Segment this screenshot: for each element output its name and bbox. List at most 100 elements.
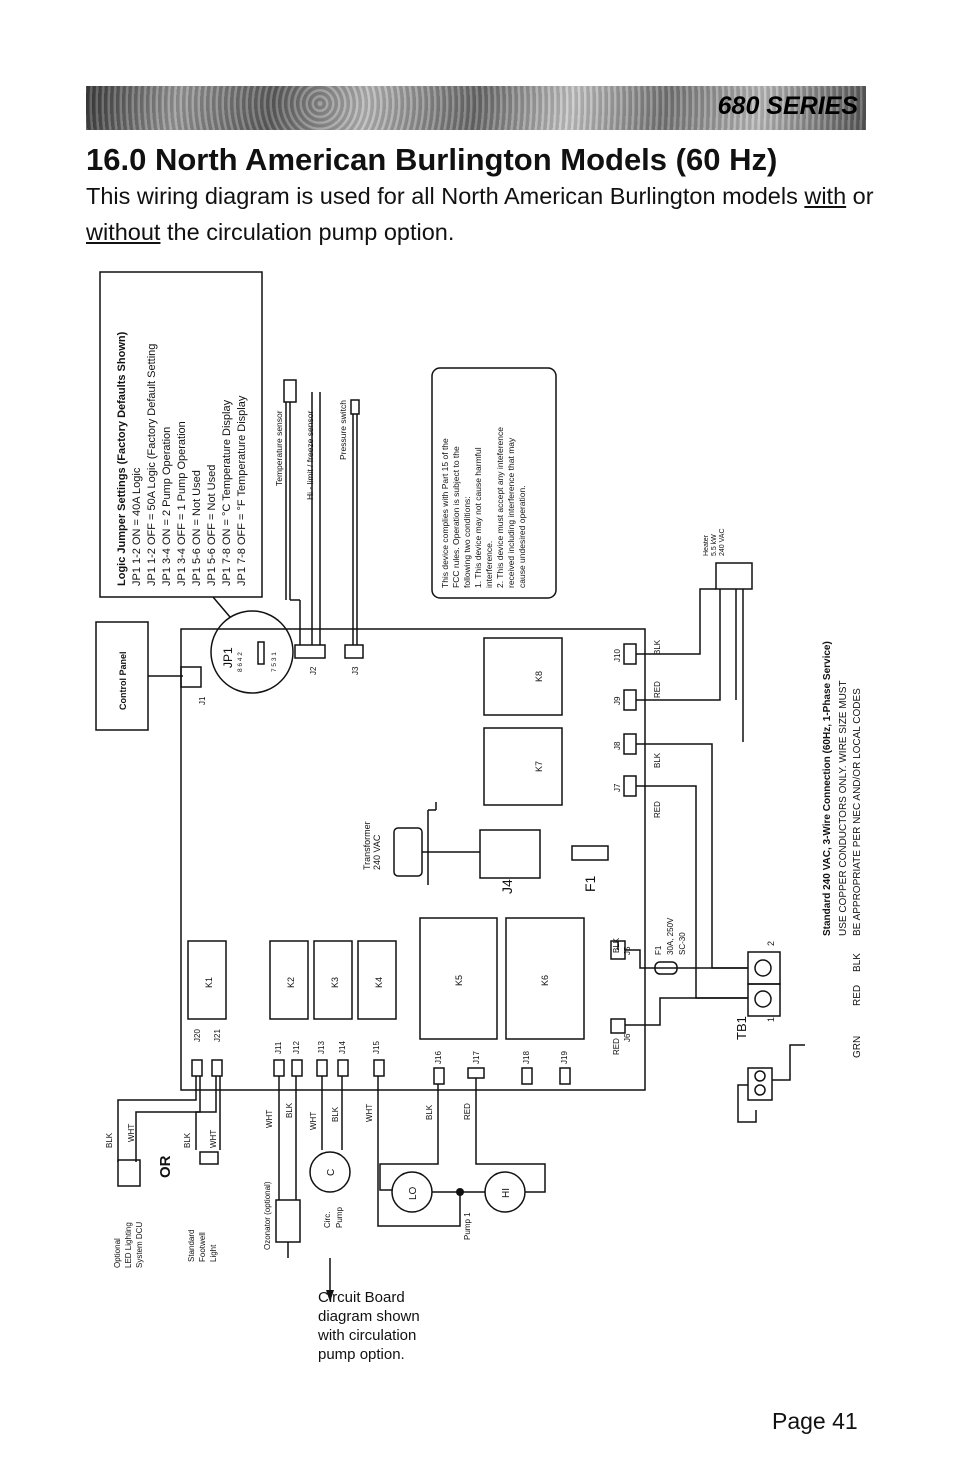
power-line3: BE APPROPRIATE PER NEC AND/OR LOCAL CODE… xyxy=(852,688,863,936)
j4-label: J4 xyxy=(499,879,515,894)
transformer-voltage: 240 VAC xyxy=(372,834,382,870)
jumper-settings: Logic Jumper Settings (Factory Defaults … xyxy=(116,331,248,586)
jumper-line: JP1 7-8 ON = °C Temperature Display xyxy=(221,399,233,586)
fcc-notice-box xyxy=(431,367,557,599)
led-label-3: System DCU xyxy=(135,1222,144,1268)
footwell-label-1: Standard xyxy=(187,1230,196,1262)
intro-without: without xyxy=(86,219,161,245)
fcc-notice: This device complies with Part 15 of the… xyxy=(440,427,527,588)
j9-label: J9 xyxy=(613,696,622,705)
jumper-settings-box xyxy=(99,271,263,598)
j10-label: J10 xyxy=(613,649,622,662)
jumper-line: JP1 3-4 ON = 2 Pump Operation xyxy=(161,427,173,586)
fcc-line: 1. This device may not cause harmful xyxy=(473,447,483,588)
footwell-label-3: Light xyxy=(209,1244,218,1262)
fcc-line: following two conditions: xyxy=(462,496,472,588)
led-label-2: LED Lighting xyxy=(124,1222,133,1268)
j1-label: J1 xyxy=(198,696,207,705)
temp-sensor-label: Temperature sensor xyxy=(274,410,284,486)
jack-label: J14 xyxy=(338,1041,347,1054)
relay-k6 xyxy=(505,917,585,1040)
wire-blk: BLK xyxy=(183,1132,192,1148)
hilimit-sensor-label: Hi - limit / freeze sensor xyxy=(305,411,315,500)
ground-terminal xyxy=(747,1067,773,1101)
relay-k7 xyxy=(483,727,563,806)
f1-label: F1 xyxy=(582,875,598,892)
j6-label: J6 xyxy=(623,1033,632,1042)
control-panel-label: Control Panel xyxy=(118,651,128,710)
pressure-switch-label: Pressure switch xyxy=(338,400,348,460)
jumper-line: JP1 5-6 ON = Not Used xyxy=(191,470,203,586)
intro-part-a: This wiring diagram is used for all Nort… xyxy=(86,183,805,209)
or-label: OR xyxy=(157,1155,174,1178)
k2-label: K2 xyxy=(286,977,296,988)
jack-label: J18 xyxy=(522,1051,531,1064)
heater-power: 5.5 kW xyxy=(711,534,718,556)
relay-k1 xyxy=(187,940,227,1020)
circ-pump-label-1: Circ. xyxy=(323,1212,332,1228)
jp1-callout-circle xyxy=(210,610,294,694)
jumper-title: Logic Jumper Settings (Factory Defaults … xyxy=(116,331,128,586)
pump1-label: Pump 1 xyxy=(463,1212,472,1240)
wire-wht: WHT xyxy=(265,1110,274,1128)
wire-blk: BLK xyxy=(105,1132,114,1148)
wire-wht: WHT xyxy=(127,1124,136,1142)
ozonator xyxy=(275,1199,301,1243)
jumper-line: JP1 7-8 OFF = °F Temperature Display xyxy=(236,395,248,586)
k1-label: K1 xyxy=(204,977,214,988)
pressure-switch xyxy=(350,399,360,415)
intro-with: with xyxy=(804,183,847,209)
jack-label: J21 xyxy=(213,1029,222,1042)
banner-texture xyxy=(86,86,866,130)
k5-label: K5 xyxy=(454,975,464,986)
power-line2: USE COPPER CONDUCTORS ONLY. WIRE SIZE MU… xyxy=(838,680,849,936)
circ-pump-c: C xyxy=(326,1169,337,1176)
k8-label: K8 xyxy=(534,671,544,682)
heater-voltage: 240 VAC xyxy=(719,529,726,557)
intro-part-b: or xyxy=(846,183,874,209)
j3-label: J3 xyxy=(351,666,360,675)
wire-blk: BLK xyxy=(425,1104,434,1120)
fuse-f1 xyxy=(654,961,678,975)
circ-pump-label-2: Pump xyxy=(335,1207,344,1228)
relay-k3 xyxy=(313,940,353,1020)
j8-label: J8 xyxy=(613,741,622,750)
led-label-1: Optional xyxy=(113,1238,122,1268)
tb1-terminal-2 xyxy=(747,951,781,985)
intro-part-c: the circulation pump option. xyxy=(160,219,455,245)
circuit-board xyxy=(180,628,646,1091)
page-title: 16.0 North American Burlington Models (6… xyxy=(86,142,778,177)
jumper-line: JP1 3-4 OFF = 1 Pump Operation xyxy=(176,421,188,586)
pump1-hi: HI xyxy=(501,1188,512,1198)
f1-fuse-holder xyxy=(571,845,609,861)
jumper-line: JP1 5-6 OFF = Not Used xyxy=(206,465,218,586)
fuse-name: F1 xyxy=(654,945,663,955)
intro-text: This wiring diagram is used for all Nort… xyxy=(86,178,886,250)
relay-k2 xyxy=(269,940,309,1020)
wire-red: RED xyxy=(653,801,662,818)
jp1-pins-odd: 7 5 3 1 xyxy=(271,652,278,672)
relay-k4 xyxy=(357,940,397,1020)
fcc-line: cause undesired operation. xyxy=(517,485,527,588)
k3-label: K3 xyxy=(330,977,340,988)
jumper-line: JP1 1-2 OFF = 50A Logic (Factory Default… xyxy=(146,344,158,586)
wire-blk: BLK xyxy=(285,1102,294,1118)
j2-label: J2 xyxy=(309,666,318,675)
header-banner: 680 SERIES xyxy=(86,86,866,130)
k4-label: K4 xyxy=(374,977,384,988)
transformer xyxy=(393,827,423,877)
jack-label: J13 xyxy=(317,1041,326,1054)
relay-k5 xyxy=(419,917,498,1040)
power-red: RED xyxy=(852,985,863,1006)
series-label: 680 SERIES xyxy=(717,92,858,120)
jack-label: J20 xyxy=(193,1029,202,1042)
wire-wht: WHT xyxy=(209,1130,218,1148)
wire-blk: BLK xyxy=(331,1106,340,1122)
footwell-label-2: Footwell xyxy=(198,1232,207,1262)
fcc-line: interference. xyxy=(484,541,494,588)
jp1-pins-even: 8 6 4 2 xyxy=(237,652,244,672)
jack-label: J19 xyxy=(560,1051,569,1064)
j4-connector xyxy=(479,829,541,879)
tb1-label: TB1 xyxy=(734,1016,749,1040)
